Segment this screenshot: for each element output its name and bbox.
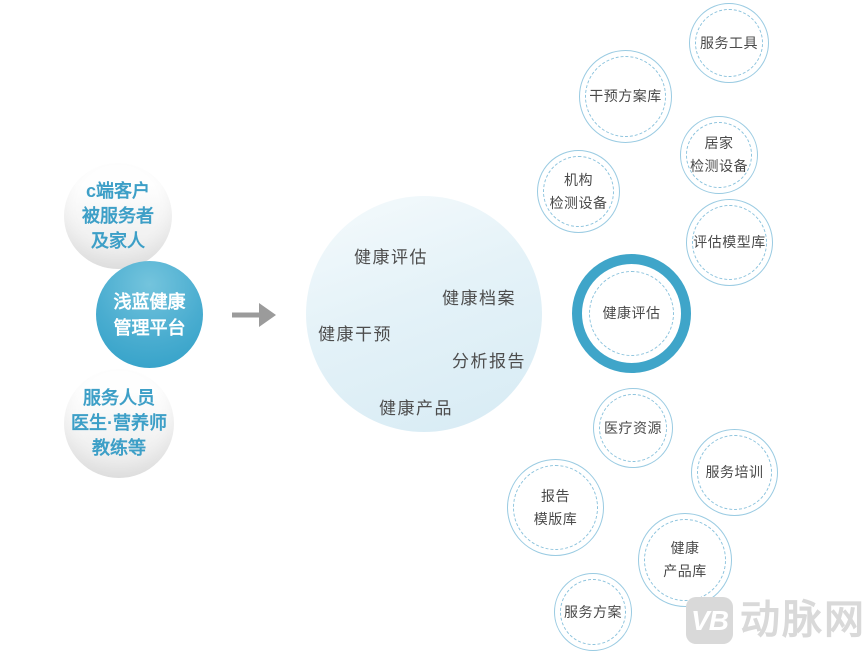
function-label: 分析报告: [452, 352, 526, 371]
satellite-service-plan: 服务方案: [554, 573, 632, 651]
satellite-label: 居家 检测设备: [690, 132, 748, 178]
satellite-label: 干预方案库: [589, 85, 662, 108]
satellite-label-line: 产品库: [663, 563, 707, 579]
vbdata-watermark: VB 动脉网: [686, 597, 865, 644]
satellite-assessment-model-library: 评估模型库: [686, 199, 773, 286]
vb-logo-icon: VB: [686, 597, 733, 644]
satellite-institution-testing-equipment: 机构 检测设备: [537, 150, 620, 233]
satellite-label-line: 健康评估: [602, 305, 661, 321]
clients-line: c端客户: [85, 180, 150, 201]
satellite-label-line: 医疗资源: [604, 419, 662, 436]
satellite-service-training: 服务培训: [691, 429, 778, 516]
satellite-label-line: 检测设备: [549, 194, 608, 211]
staff-line: 医生·营养师: [71, 413, 167, 433]
satellite-label-line: 居家: [704, 135, 734, 151]
satellite-home-testing-equipment: 居家 检测设备: [680, 116, 758, 194]
satellite-label-line: 模版库: [533, 510, 578, 527]
satellite-label: 健康评估: [603, 302, 661, 325]
satellite-label-line: 服务方案: [564, 603, 622, 620]
platform-line: 管理平台: [113, 317, 186, 338]
satellite-label: 医疗资源: [604, 417, 662, 440]
satellite-label-line: 检测设备: [690, 158, 748, 174]
satellite-medical-resources: 医疗资源: [593, 388, 673, 468]
function-label: 健康档案: [442, 289, 516, 308]
staff-circle: 服务人员 医生·营养师 教练等: [64, 369, 174, 478]
platform-functions-circle: [306, 196, 542, 432]
satellite-intervention-plan-library: 干预方案库: [579, 50, 672, 143]
function-label: 健康产品: [379, 399, 453, 418]
satellite-label: 服务工具: [700, 32, 758, 55]
clients-circle: c端客户 被服务者 及家人: [64, 163, 172, 269]
satellite-label: 服务方案: [564, 601, 622, 624]
clients-line: 被服务者: [82, 205, 154, 226]
satellite-label: 报告 模版库: [534, 485, 578, 531]
clients-line: 及家人: [91, 230, 145, 251]
satellite-label-line: 服务工具: [700, 34, 758, 51]
satellite-label: 机构 检测设备: [550, 169, 608, 215]
platform-line: 浅蓝健康: [113, 291, 186, 312]
satellite-label-line: 报告: [541, 487, 570, 504]
satellite-label-line: 健康: [670, 540, 700, 556]
satellite-health-assessment-highlight: 健康评估: [572, 254, 691, 373]
function-label: 健康干预: [318, 325, 392, 344]
satellite-label-line: 干预方案库: [589, 88, 662, 104]
satellite-label: 服务培训: [706, 461, 764, 484]
right-arrow-icon: [231, 300, 277, 330]
satellite-label-line: 评估模型库: [693, 234, 766, 250]
staff-line: 服务人员: [83, 388, 155, 408]
staff-line: 教练等: [92, 438, 146, 458]
platform-circle: 浅蓝健康 管理平台: [96, 261, 203, 368]
satellite-report-template-library: 报告 模版库: [507, 459, 604, 556]
satellite-service-tools: 服务工具: [689, 3, 769, 83]
satellite-health-product-library: 健康 产品库: [638, 513, 732, 607]
function-label: 健康评估: [354, 248, 428, 267]
satellite-label-line: 服务培训: [705, 464, 764, 480]
satellite-label-line: 机构: [564, 171, 593, 188]
satellite-label: 健康 产品库: [663, 537, 707, 583]
vbdata-logo-text: 动脉网: [740, 598, 865, 642]
satellite-label: 评估模型库: [693, 231, 766, 254]
